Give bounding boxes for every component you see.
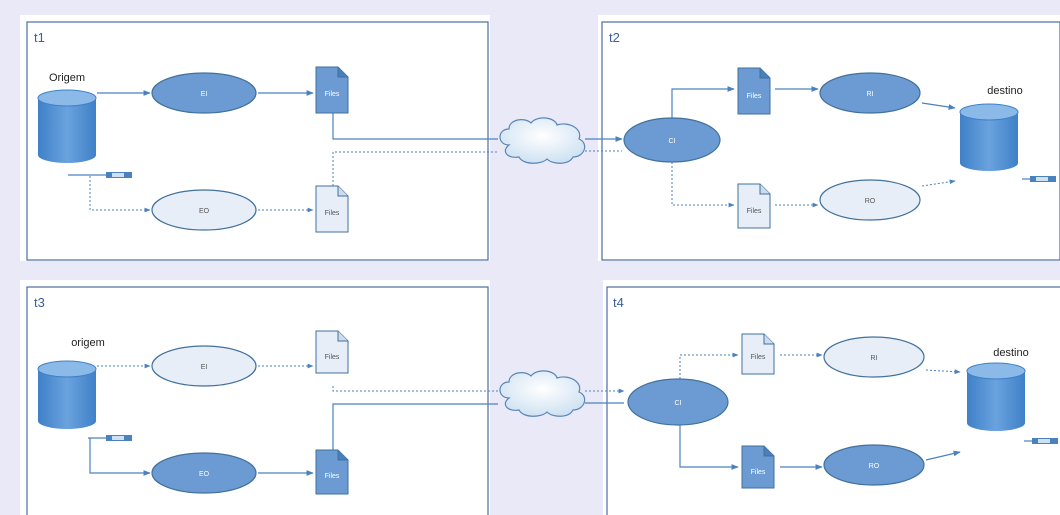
process-node: RO [823,444,925,486]
process-node: EI [151,345,257,387]
connector-icon [68,172,132,178]
process-node: CI [627,378,729,426]
process-node-label: EI [201,364,208,371]
process-node-label: EO [199,471,210,478]
cloud-icon [499,370,586,417]
edge-t2-ri-db [921,102,956,110]
edge-t4-ro-db [925,450,961,461]
panel-t2-label: t2 [609,30,620,45]
edge-t4-ci-files-dashed [679,352,739,379]
process-node: RI [819,72,921,114]
process-node-label: EI [201,91,208,98]
panel-t3-label: t3 [34,295,45,310]
database-label: Origem [49,72,85,84]
database-icon: destino [959,85,1023,171]
file-icon: Files [315,185,349,233]
connector-icon [1024,438,1058,444]
edge-t1-files-cloud [332,113,498,140]
connector-icon [88,435,132,441]
process-node: EO [151,452,257,494]
database-label: destino [993,347,1028,359]
process-node-label: RO [865,198,876,205]
cloud-icon [499,117,586,164]
process-node-label: CI [669,138,676,145]
edge-t2-ci-files-dashed [671,162,735,208]
file-icon: Files [315,449,349,495]
file-icon: Files [315,66,349,114]
panel-t1: t1 [20,15,490,261]
process-node: RI [823,336,925,378]
file-label: Files [751,469,766,476]
process-node: CI [623,117,721,163]
file-label: Files [325,210,340,217]
panel-t1-label: t1 [34,30,45,45]
file-icon: Files [737,183,771,229]
database-label: origem [71,337,105,349]
connectors-t3 [89,363,498,476]
process-node-label: RO [869,463,880,470]
edge-t1-db-eo [89,176,151,213]
file-label: Files [747,93,762,100]
edge-t3-files-cloud-dashed [332,386,498,392]
edge-t1-files-cloud-dashed [332,151,498,186]
process-node: RO [819,179,921,221]
edge-t4-ri-db [925,369,961,375]
file-icon: Files [737,67,771,115]
edge-t2-ci-files [671,86,735,118]
file-icon: Files [741,445,775,489]
process-node-label: EO [199,208,210,215]
database-icon: origem [37,337,105,429]
file-label: Files [325,473,340,480]
file-icon: Files [741,333,775,375]
edge-t3-files-cloud [332,403,498,450]
database-label: destino [987,85,1022,97]
database-icon: destino [966,347,1029,431]
panel-t4-label: t4 [613,295,624,310]
process-node: EO [151,189,257,231]
file-label: Files [325,91,340,98]
process-node-label: CI [675,400,682,407]
file-label: Files [325,354,340,361]
file-label: Files [747,208,762,215]
database-icon: Origem [37,72,97,163]
file-icon: Files [315,330,349,374]
connector-icon [1022,176,1056,182]
process-node-label: RI [867,91,874,98]
connectors-t1 [89,90,498,213]
file-label: Files [751,354,766,361]
process-node: EI [151,72,257,114]
edge-t3-db-eo [89,438,151,476]
connectors-t4 [585,352,961,470]
edge-t4-ci-files [679,425,739,470]
connectors-t2 [585,86,956,208]
process-node-label: RI [871,355,878,362]
edge-t2-ro-db [921,179,956,187]
